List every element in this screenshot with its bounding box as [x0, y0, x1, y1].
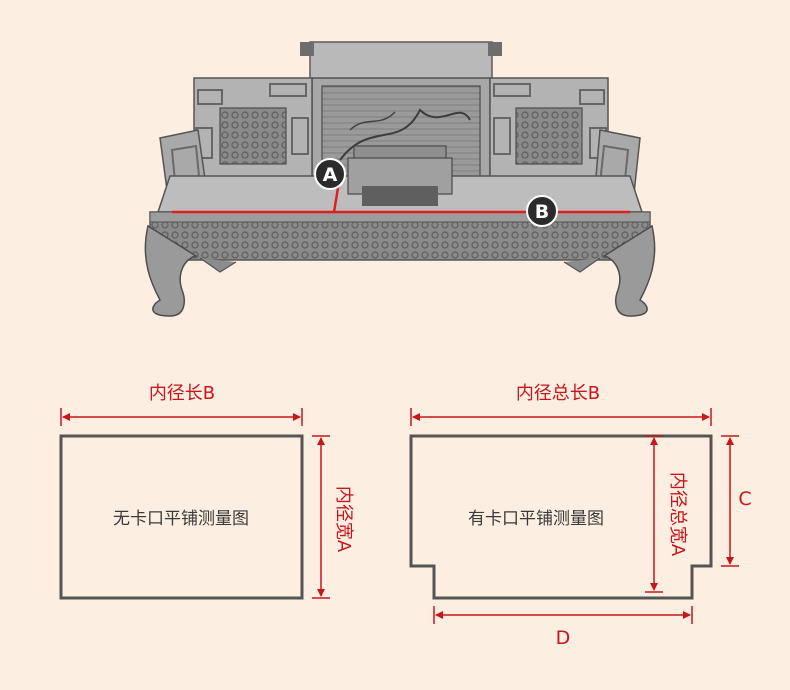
right-carved-panel: [515, 107, 583, 165]
marker-b-label: B: [535, 201, 549, 223]
right-d-label: D: [556, 627, 571, 649]
left-carved-panel: [219, 107, 287, 165]
left-top-label: 内径长B: [149, 383, 215, 404]
left-side-label: 内径宽A: [333, 486, 354, 553]
marker-a-label: A: [323, 164, 338, 186]
right-top-label: 内径总长B: [516, 383, 600, 404]
right-inner-label: 内径总宽A: [667, 472, 688, 557]
diagram-with-notch: 内径总长B 有卡口平铺测量图 内径总宽A C D: [409, 383, 752, 649]
left-front-leg: [144, 224, 198, 317]
crest-panel: [309, 41, 493, 83]
kang-table-opening: [362, 186, 438, 206]
marker-a: A: [314, 158, 346, 190]
left-caption: 无卡口平铺测量图: [113, 509, 249, 529]
left-rect-outline: [59, 434, 304, 600]
right-notched-outline: [409, 434, 713, 600]
diagram-no-notch: 内径长B 无卡口平铺测量图 内径宽A: [59, 383, 354, 600]
right-front-leg: [602, 224, 656, 317]
luohan-bed-photo: [144, 41, 656, 317]
right-caption: 有卡口平铺测量图: [468, 509, 604, 529]
right-c-label: C: [738, 488, 751, 510]
crest-end-left: [300, 42, 314, 56]
crest-end-right: [488, 42, 502, 56]
marker-b: B: [526, 195, 558, 227]
